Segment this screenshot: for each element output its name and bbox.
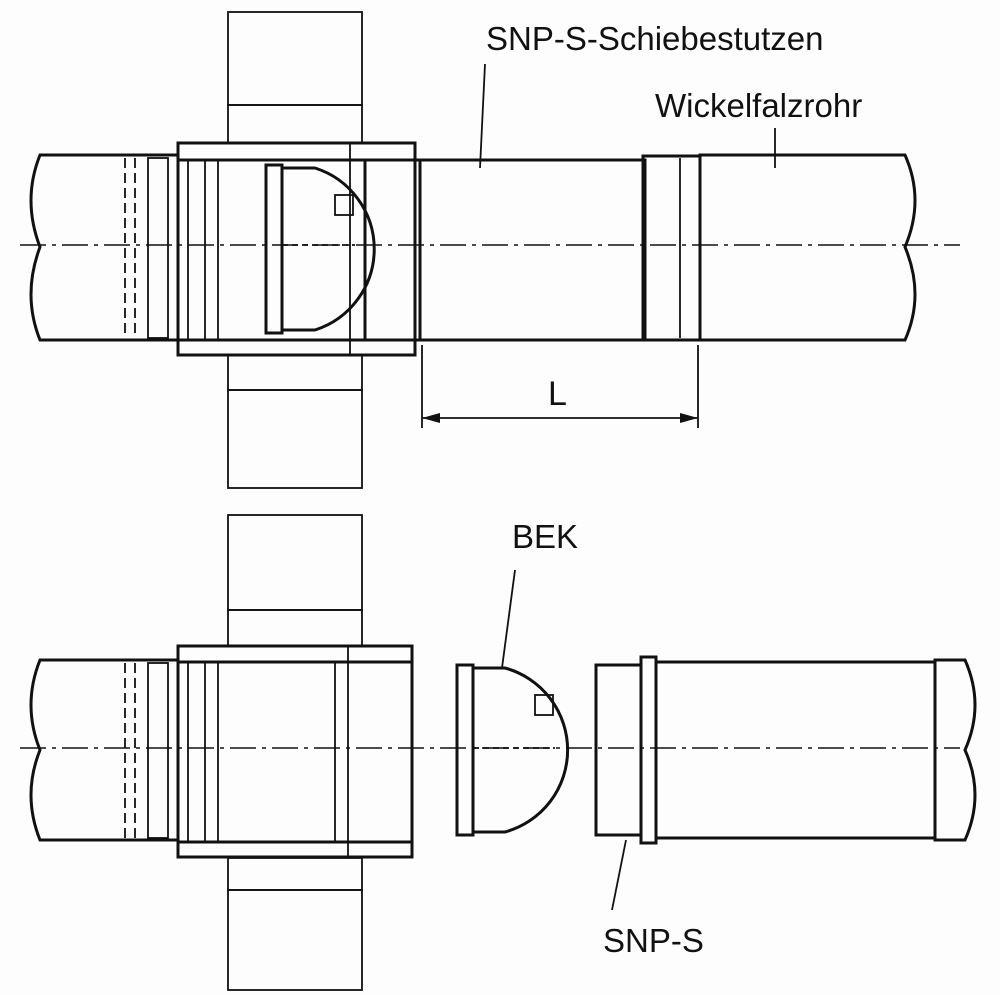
exploded-view: BEK SNP-S [20, 514, 977, 991]
leader-line [611, 839, 627, 911]
label-snp-s: SNP-S [603, 922, 704, 959]
dimension-l: L [421, 345, 699, 428]
left-spiral-duct [29, 658, 180, 842]
wall-section [227, 11, 363, 489]
damper-bek [264, 163, 376, 335]
assembled-view: L SNP-S-Schiebestutzen Wickelfalzrohr [20, 11, 960, 489]
snp-s-slide-connector [594, 655, 977, 845]
right-spiral-duct [698, 153, 917, 342]
damper-bek [455, 663, 570, 837]
leader-line [479, 63, 486, 169]
leader-line [501, 569, 516, 669]
label-bek: BEK [512, 518, 578, 555]
wall-sleeve [176, 644, 414, 859]
left-spiral-duct [29, 153, 180, 342]
wall-section [227, 514, 363, 991]
label-schiebestutzen: SNP-S-Schiebestutzen [486, 20, 824, 57]
wall-sleeve [176, 141, 417, 357]
dimension-label: L [548, 375, 567, 413]
label-wickelfalzrohr: Wickelfalzrohr [655, 87, 862, 124]
